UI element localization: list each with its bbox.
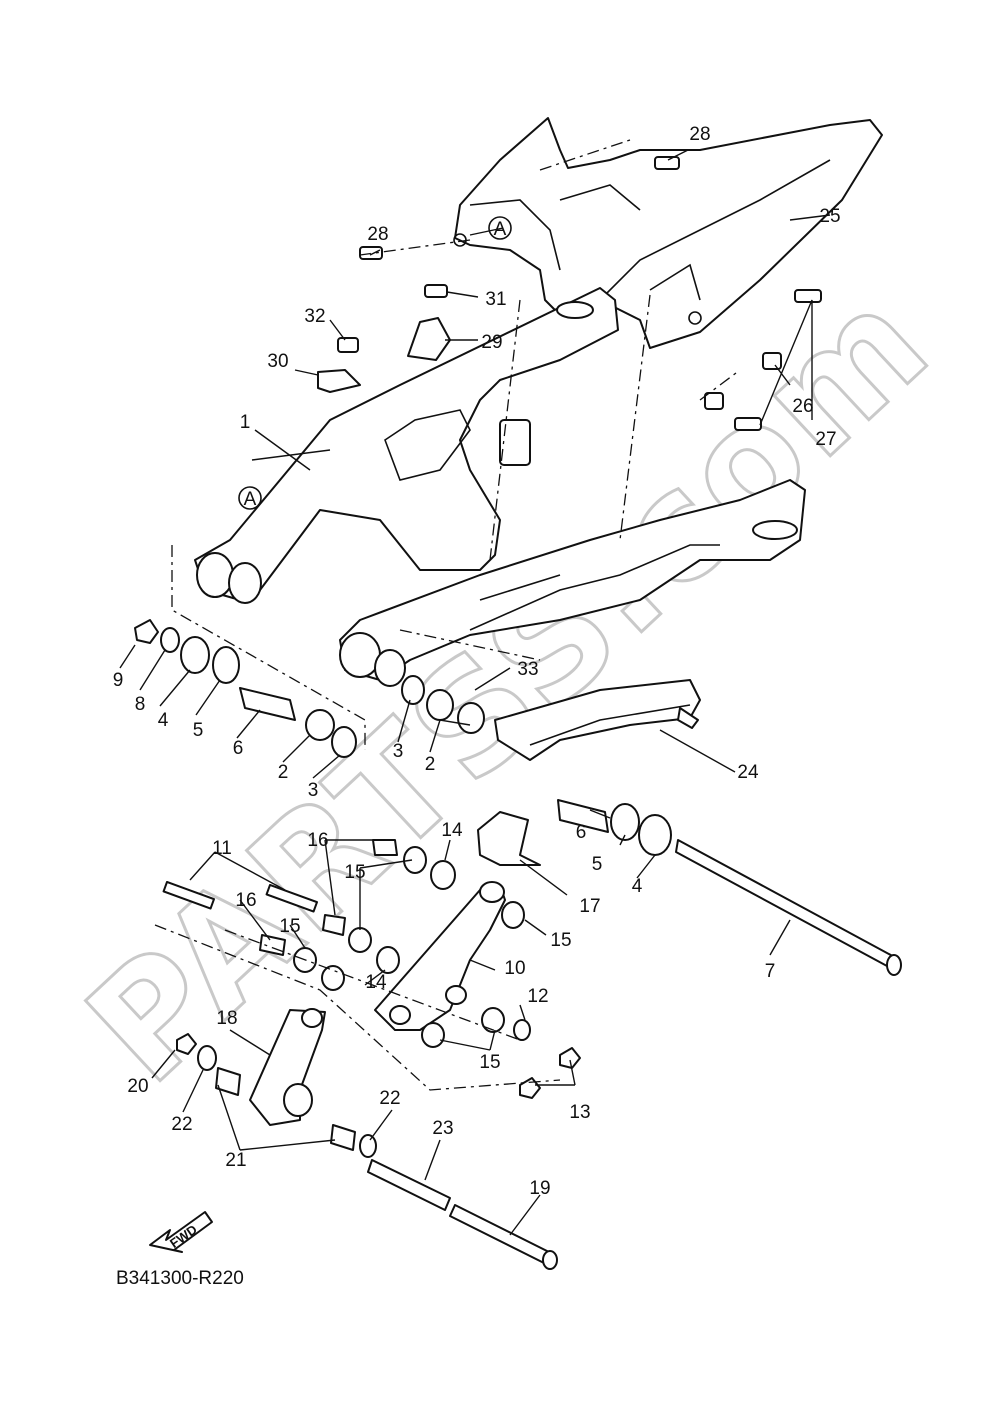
cap-4 [180,636,210,674]
callout-c31: 31 [485,289,506,310]
bearing-21 [215,1067,241,1096]
bearing-2-right-b [457,702,485,734]
collar-23 [367,1159,451,1211]
callout-c9: 9 [113,670,124,691]
callout-c4b: 4 [632,876,643,897]
ref-marker-a-left: A [238,486,262,510]
seal-22-right [359,1134,377,1158]
callout-c17: 17 [579,896,600,917]
svg-text:A: A [244,489,257,510]
callout-c15b: 15 [279,916,300,937]
callout-c22b: 22 [379,1088,400,1109]
bolt-27-a [794,289,822,303]
callout-c15d: 15 [479,1052,500,1073]
fasteners [317,156,822,431]
bolt-28-left [359,246,383,260]
callout-c22a: 22 [171,1114,192,1135]
callout-c28b: 28 [367,224,388,245]
callout-c16a: 16 [307,830,328,851]
alignment-lines [154,139,741,1091]
callout-c6b: 6 [576,822,587,843]
seal-5 [212,646,240,684]
callout-c1: 1 [240,412,251,433]
callout-c4a: 4 [158,710,169,731]
callout-c3b: 3 [393,741,404,762]
watermark: PARTSS.com [56,254,963,1116]
bolt-27-b [734,417,762,431]
callout-c10: 10 [504,958,525,979]
callout-c19: 19 [529,1178,550,1199]
left-pivot-stack [134,619,357,758]
callout-c24: 24 [737,762,759,783]
guard-17 [477,811,541,866]
diagram-code: B341300-R220 [116,1268,244,1289]
seal-22-left [197,1045,217,1071]
callout-c5b: 5 [592,854,603,875]
nut-20 [176,1033,197,1055]
callout-c3a: 3 [308,780,319,801]
leader-lines [119,149,831,1236]
bolt-19 [449,1204,556,1267]
callout-c15c: 15 [550,930,571,951]
svg-text:A: A [494,219,507,240]
callout-c12: 12 [527,986,548,1007]
bearing-2 [305,709,335,741]
callout-c26: 26 [792,396,813,417]
callout-c30: 30 [267,351,288,372]
callout-c2b: 2 [425,754,436,775]
connecting-rod-part-18 [176,1008,558,1270]
rear-arm-part-1 [194,287,806,687]
callout-c5a: 5 [193,720,204,741]
callout-c7: 7 [765,961,776,982]
washer-8 [160,627,180,653]
right-pivot-stack [401,675,902,976]
callout-c14a: 14 [441,820,463,841]
callout-c18: 18 [216,1008,237,1029]
bearing-2-right-a [426,689,454,721]
bolts-11 [162,880,318,913]
callout-c27: 27 [815,429,836,450]
collar-26-a [762,352,782,370]
relay-arm-part-10 [374,881,506,1031]
seal-3 [331,726,357,758]
callout-c33: 33 [517,659,538,680]
pivot-shaft-7 [675,839,901,973]
callout-c8: 8 [135,694,146,715]
callout-c23: 23 [432,1118,453,1139]
callout-c25: 25 [819,206,840,227]
clamp-30 [317,369,361,393]
callout-c21: 21 [225,1150,246,1171]
seal-5-right [610,803,640,841]
callout-c28a: 28 [689,124,710,145]
collar-6-right [557,799,609,833]
screw-32 [337,337,359,353]
nut-9 [134,619,159,644]
callout-c14b: 14 [365,972,387,993]
fwd-arrow-icon: FWD [149,1211,213,1253]
bearing-21-b [330,1124,356,1151]
screw-31 [424,284,448,298]
callout-c6a: 6 [233,738,244,759]
callout-c20: 20 [127,1076,148,1097]
seal-3-right [401,675,425,705]
ref-marker-a-top: A [488,216,512,240]
bolt-28-upper [654,156,680,170]
collar-6 [239,687,296,721]
callout-c16b: 16 [235,890,256,911]
bracket-29 [407,317,451,361]
callout-c15a: 15 [344,862,365,883]
callout-c2a: 2 [278,762,289,783]
collar-26-b [704,392,724,410]
callout-c32: 32 [304,306,325,327]
cap-4-right [638,814,672,856]
relay-arm-bearings [259,839,581,1099]
callout-c13: 13 [569,1102,590,1123]
chain-support-part-24 [494,679,701,761]
callout-c29: 29 [481,332,502,353]
callout-c11: 11 [212,838,232,859]
